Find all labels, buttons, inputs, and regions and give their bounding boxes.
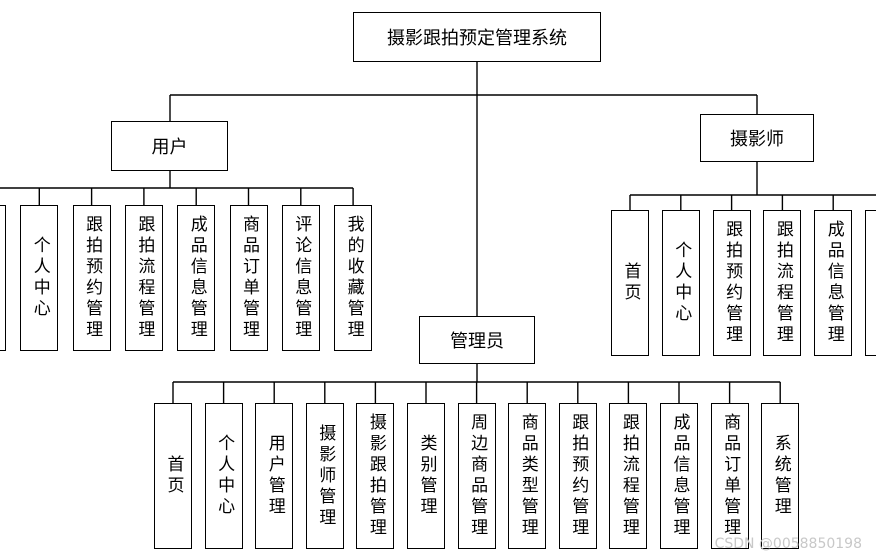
user-child — [0, 205, 6, 351]
admin-child-label: 商品订单管理 — [720, 413, 741, 539]
admin-child-label: 周边商品管理 — [467, 413, 488, 539]
admin-child: 系统管理 — [761, 403, 800, 549]
photographer-child: 首页 — [611, 210, 649, 356]
admin-child: 跟拍预约管理 — [558, 403, 597, 549]
admin-child-label: 首页 — [163, 455, 184, 497]
admin-child: 首页 — [154, 403, 192, 549]
user-node: 用户 — [111, 121, 228, 171]
photographer-child: 跟拍流程管理 — [763, 210, 802, 356]
root-node: 摄影跟拍预定管理系统 — [353, 12, 601, 62]
user-child-label: 跟拍预约管理 — [82, 215, 103, 341]
photographer-node: 摄影师 — [700, 114, 814, 162]
user-node-label: 用户 — [151, 137, 188, 158]
photographer-child — [865, 210, 876, 356]
admin-child: 类别管理 — [407, 403, 445, 549]
admin-child-label: 摄影师管理 — [315, 423, 336, 529]
photographer-child: 跟拍预约管理 — [712, 210, 751, 356]
photographer-child: 个人中心 — [661, 210, 700, 356]
admin-child-label: 摄影跟拍管理 — [365, 413, 386, 539]
user-child-label: 我的收藏管理 — [343, 215, 364, 341]
user-child: 跟拍预约管理 — [72, 205, 111, 351]
admin-child-label: 跟拍流程管理 — [618, 413, 639, 539]
admin-child: 商品类型管理 — [508, 403, 547, 549]
admin-child-label: 类别管理 — [416, 434, 437, 518]
user-child-label: 评论信息管理 — [291, 215, 312, 341]
photographer-child-label: 成品信息管理 — [823, 220, 844, 346]
photographer-child: 成品信息管理 — [814, 210, 853, 356]
admin-child-label: 系统管理 — [770, 434, 791, 518]
admin-child: 周边商品管理 — [457, 403, 496, 549]
user-child: 跟拍流程管理 — [124, 205, 163, 351]
admin-child-label: 用户管理 — [264, 434, 285, 518]
admin-child: 个人中心 — [204, 403, 243, 549]
admin-child-label: 商品类型管理 — [517, 413, 538, 539]
admin-child: 摄影跟拍管理 — [356, 403, 395, 549]
admin-child-label: 个人中心 — [214, 434, 235, 518]
user-child: 成品信息管理 — [177, 205, 216, 351]
photographer-child-label: 跟拍预约管理 — [722, 220, 743, 346]
admin-child: 成品信息管理 — [660, 403, 698, 549]
user-child-label: 商品订单管理 — [239, 215, 259, 341]
admin-child: 跟拍流程管理 — [609, 403, 648, 549]
admin-child-label: 跟拍预约管理 — [568, 413, 589, 539]
user-child: 个人中心 — [20, 205, 59, 351]
photographer-child-label: 首页 — [620, 262, 641, 304]
user-child-label: 跟拍流程管理 — [134, 215, 155, 341]
user-child: 评论信息管理 — [281, 205, 320, 351]
user-child-label: 成品信息管理 — [186, 215, 207, 341]
watermark: CSDN @0058850198 — [714, 536, 862, 552]
photographer-child-label: 个人中心 — [671, 241, 692, 325]
photographer-child-label: 跟拍流程管理 — [772, 220, 793, 346]
root-node-label: 摄影跟拍预定管理系统 — [387, 28, 567, 49]
admin-node: 管理员 — [419, 316, 535, 364]
admin-node-label: 管理员 — [450, 331, 504, 352]
admin-child: 摄影师管理 — [305, 403, 344, 549]
admin-child-label: 成品信息管理 — [669, 413, 690, 539]
admin-child: 用户管理 — [255, 403, 294, 549]
admin-child: 商品订单管理 — [710, 403, 749, 549]
user-child: 商品订单管理 — [229, 205, 268, 351]
photographer-node-label: 摄影师 — [730, 129, 784, 150]
user-child-label: 个人中心 — [29, 236, 50, 320]
user-child: 我的收藏管理 — [334, 205, 373, 351]
